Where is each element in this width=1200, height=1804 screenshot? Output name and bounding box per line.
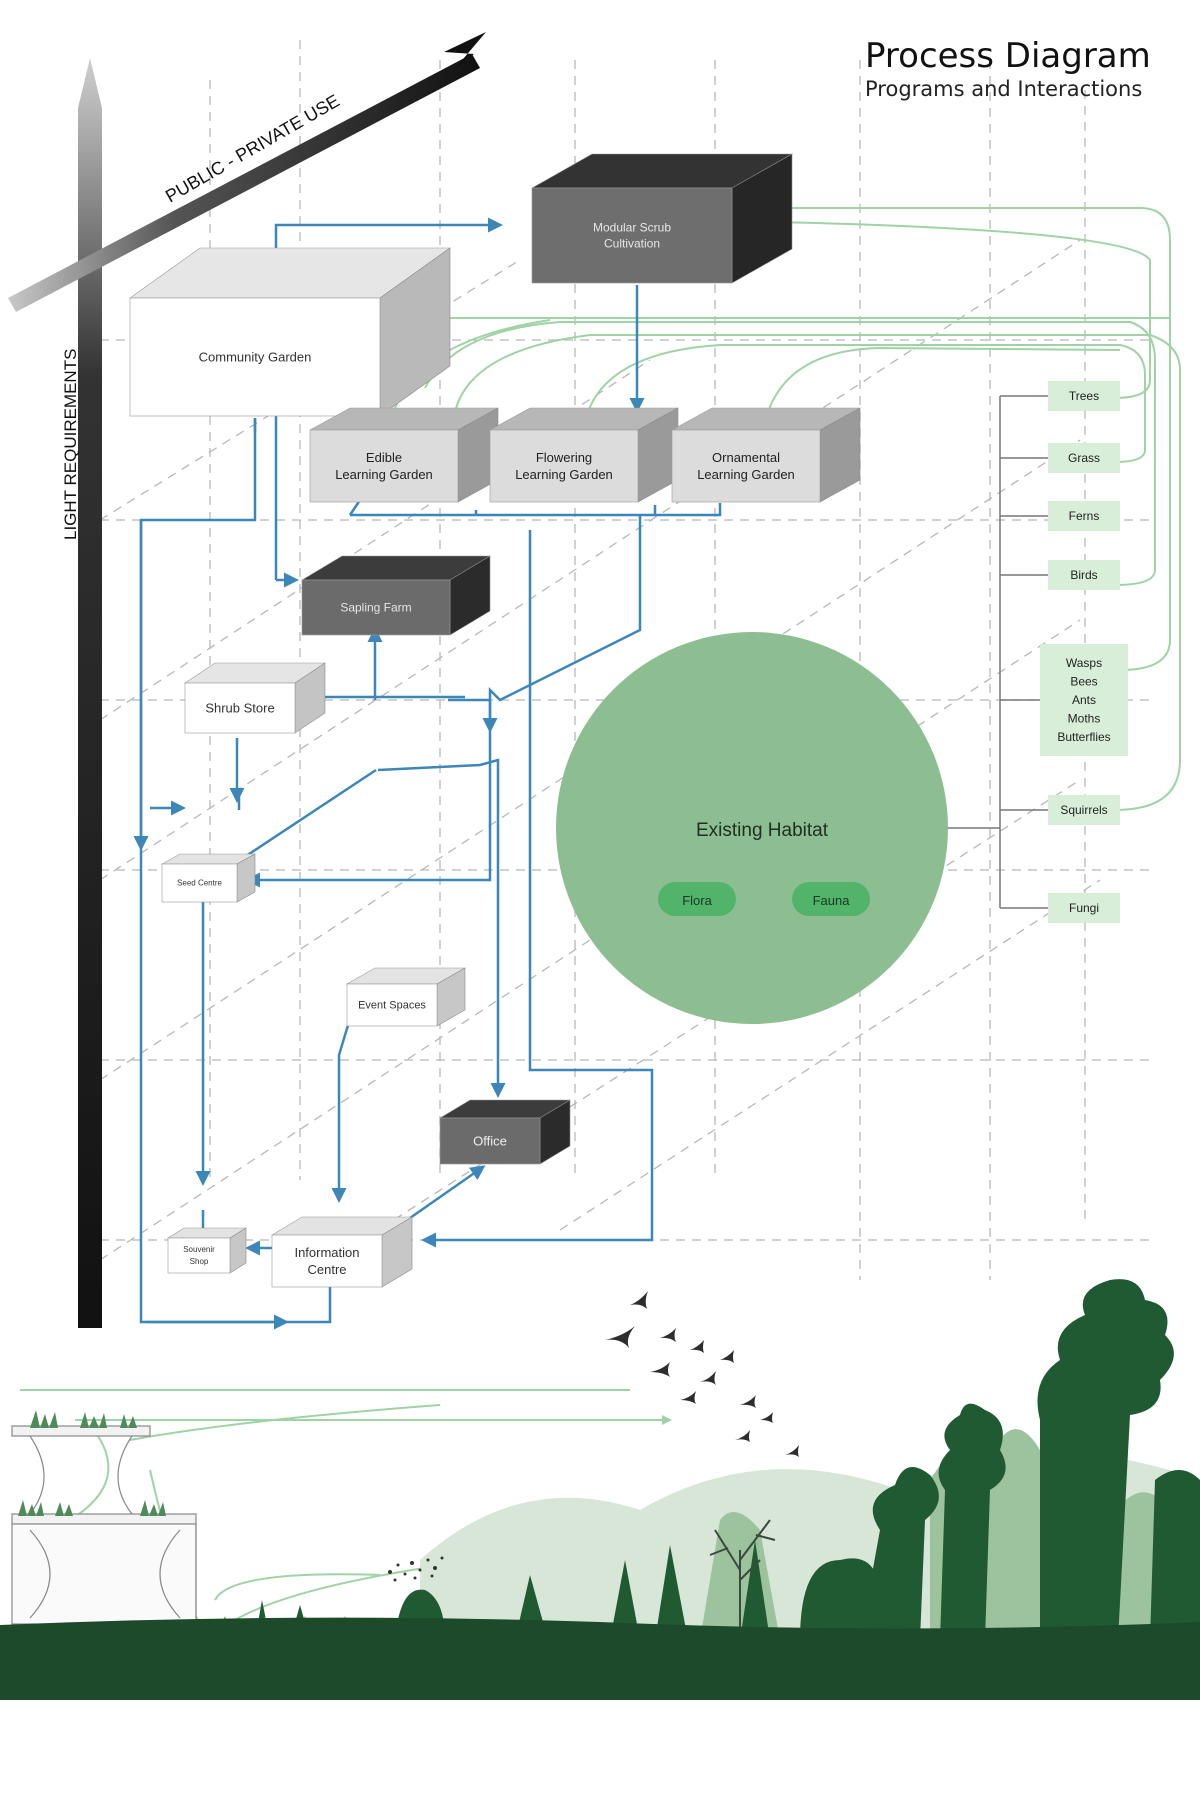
species-tag-squirrels: Squirrels (1048, 795, 1120, 825)
information-centre-label: Information (294, 1245, 359, 1260)
habitat-title: Existing Habitat (696, 820, 829, 841)
species-tag-fungi: Fungi (1048, 893, 1120, 923)
habitat-circle (556, 632, 948, 1024)
insect-swarm (388, 1556, 444, 1582)
birds (605, 1291, 799, 1457)
species-label: Wasps (1066, 656, 1102, 670)
public-private-axis (8, 54, 480, 312)
flow-network (133, 217, 722, 1330)
edible-learning-garden-label: Edible (366, 450, 402, 465)
species-label: Ferns (1069, 509, 1100, 523)
event-spaces-label: Event Spaces (358, 1000, 426, 1012)
title-block: Process Diagram Programs and Interaction… (865, 36, 1151, 102)
species-label: Birds (1070, 568, 1097, 582)
sapling-farm-box: Sapling Farm (300, 555, 492, 636)
seed-centre-box: Seed Centre (160, 853, 257, 903)
modular-scrub-cultivation-label: Cultivation (604, 237, 660, 251)
vertical-farm-structure (11, 1425, 197, 1640)
species-label: Trees (1069, 389, 1099, 403)
ground (0, 1617, 1200, 1700)
existing-habitat: Existing Habitat Flora Fauna (556, 632, 1000, 1024)
office-box: Office (438, 1099, 572, 1165)
fauna-label: Fauna (813, 893, 851, 908)
modular-scrub-cultivation-label: Modular Scrub (593, 221, 671, 235)
edible-learning-garden-label: Learning Garden (335, 467, 433, 482)
event-spaces-box: Event Spaces (345, 967, 467, 1027)
species-label: Moths (1068, 712, 1101, 726)
species-label: Fungi (1069, 901, 1099, 915)
shrub-store-label: Shrub Store (205, 700, 274, 715)
species-tag-grass: Grass (1048, 443, 1120, 473)
light-requirements-label: LIGHT REQUIREMENTS (61, 349, 80, 540)
flora-pill (658, 882, 736, 916)
flowering-learning-garden-label: Learning Garden (515, 467, 613, 482)
species-label: Butterflies (1057, 730, 1110, 744)
public-private-arrowhead (444, 32, 486, 72)
community-garden-box: Community Garden (129, 247, 451, 417)
sapling-farm-label: Sapling Farm (340, 601, 411, 615)
souvenir-shop-label: Souvenir (183, 1245, 215, 1254)
species-tag-birds: Birds (1048, 560, 1120, 590)
seed-centre-label: Seed Centre (177, 879, 222, 888)
species-label: Bees (1070, 675, 1097, 689)
species-label: Grass (1068, 451, 1100, 465)
page-subtitle: Programs and Interactions (865, 77, 1143, 101)
flora-label: Flora (682, 893, 712, 908)
community-garden-label: Community Garden (199, 349, 312, 364)
species-label: Squirrels (1060, 803, 1107, 817)
species-tree-lines (999, 395, 1048, 909)
species-tag-trees: Trees (1048, 381, 1120, 411)
ornamental-learning-garden-label: Ornamental (712, 450, 780, 465)
page-title: Process Diagram (865, 36, 1151, 76)
office-label: Office (473, 1133, 507, 1148)
species-tag-ferns: Ferns (1048, 501, 1120, 531)
flowering-learning-garden-label: Flowering (536, 450, 592, 465)
bare-tree (709, 1519, 776, 1630)
information-centre-label: Centre (307, 1262, 346, 1277)
landscape (0, 1279, 1200, 1700)
fauna-pill (792, 882, 870, 916)
souvenir-shop-label: Shop (190, 1257, 209, 1266)
shrub-store-box: Shrub Store (184, 662, 326, 734)
species-label: Ants (1072, 693, 1096, 707)
ornamental-learning-garden-label: Learning Garden (697, 467, 795, 482)
species-list: TreesGrassFernsBirdsWaspsBeesAntsMothsBu… (999, 381, 1128, 923)
light-axis (78, 58, 102, 1328)
